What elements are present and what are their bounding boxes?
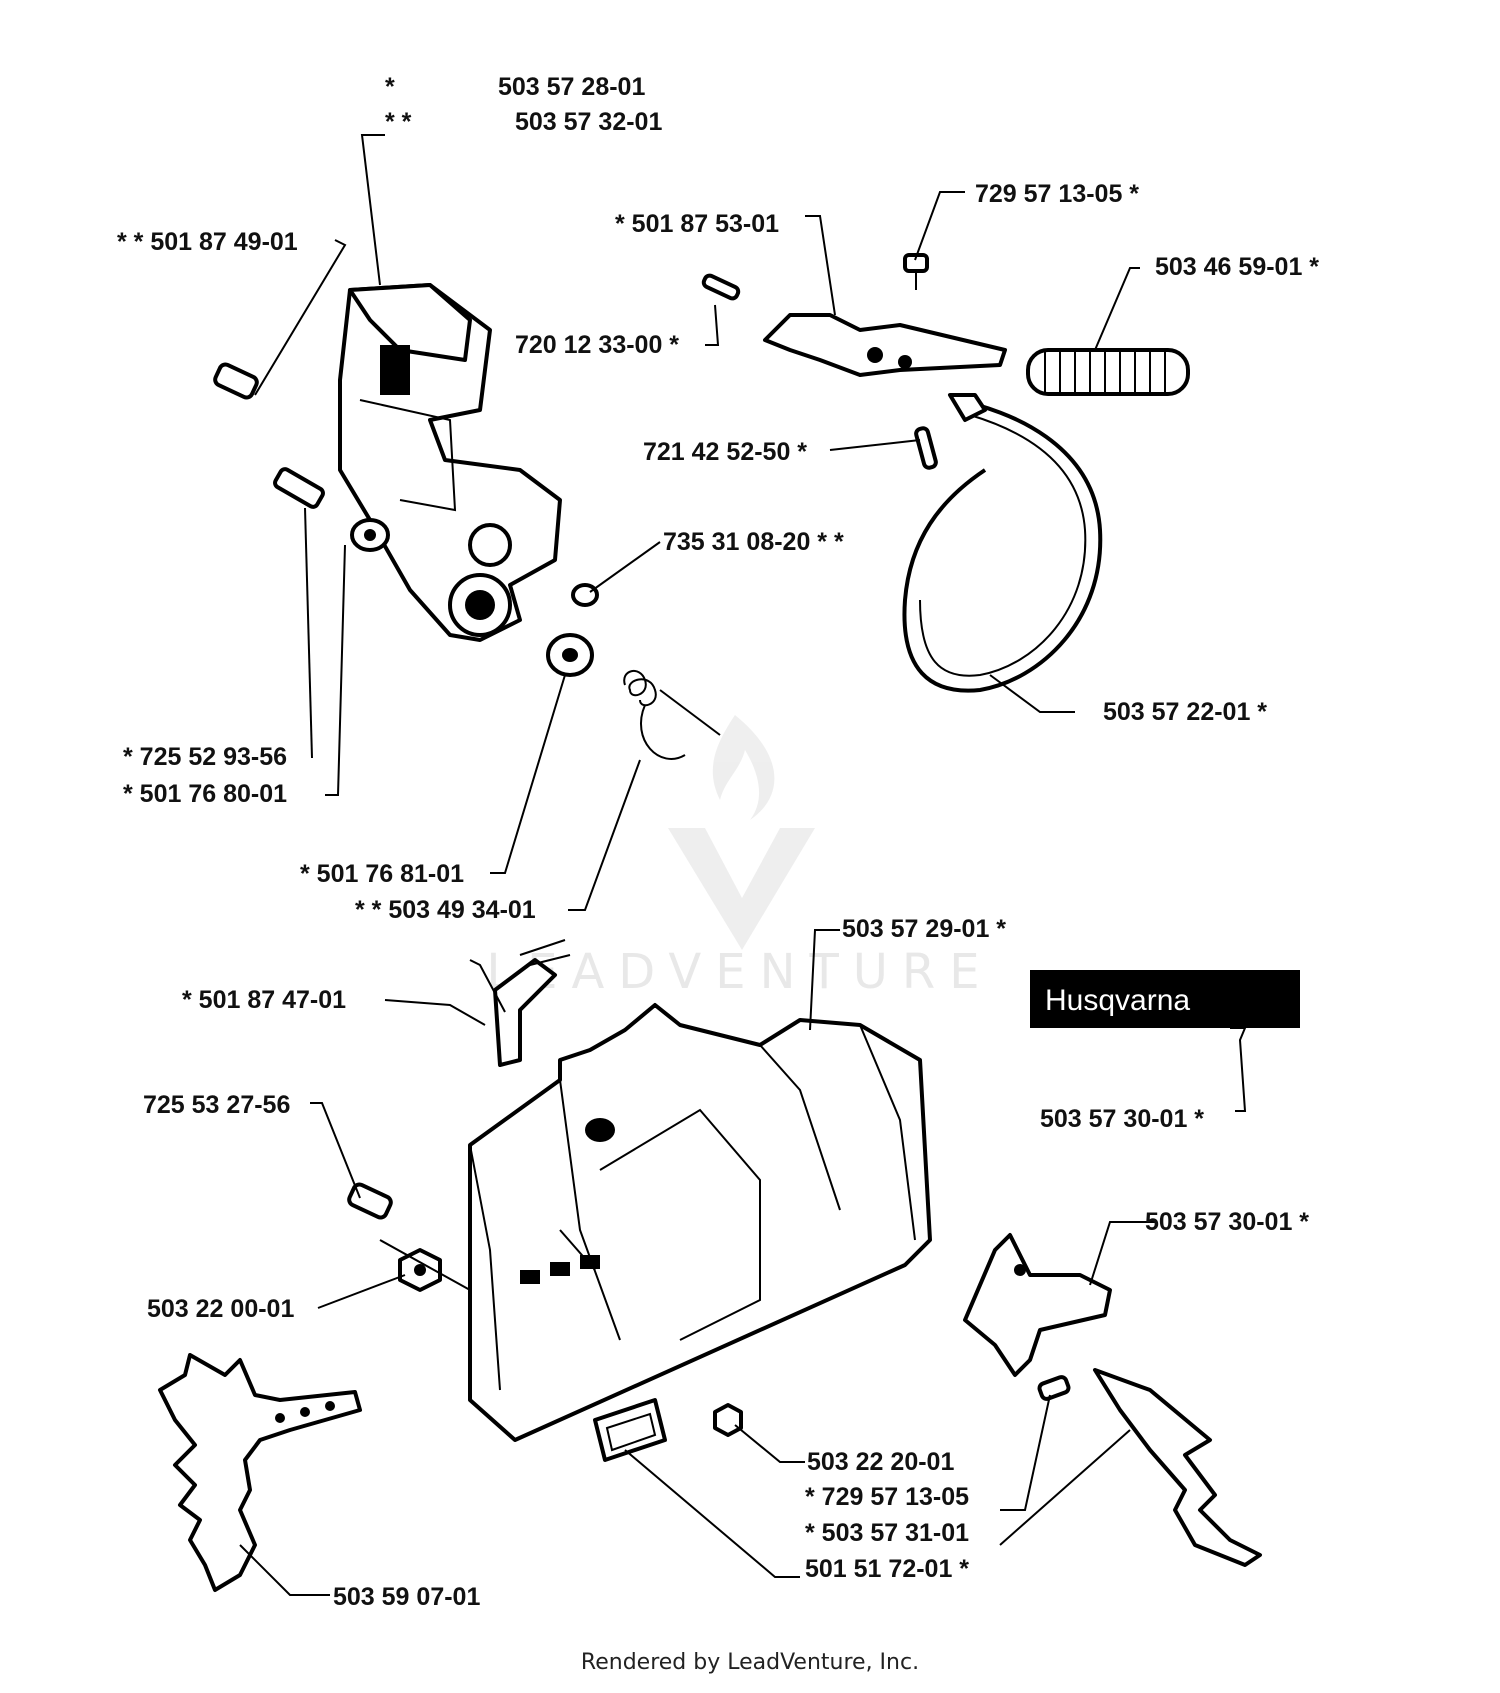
washer-501-76-80-01 [350,518,390,552]
label-503-57-30-01-decal: 503 57 30-01 * [1040,1105,1204,1133]
label-720-12-33-00: 720 12 33-00 * [515,331,679,359]
screw-501-87-49-01 [213,362,259,400]
screw-503-57-31-01 [1037,1375,1071,1401]
clutch-cover-503-57-29-01 [468,1003,932,1442]
label-501-51-72-01: 501 51 72-01 * [805,1555,969,1583]
pin-720-12-33-00 [701,273,741,301]
bushing-501-76-81-01 [546,633,594,677]
label-503-59-07-01: 503 59 07-01 [333,1583,480,1611]
guard-729-57-13-05 [1093,1368,1262,1567]
pin-721-42-52-50 [914,426,938,470]
label-503-46-59-01: 503 46 59-01 * [1155,253,1319,281]
label-725-52-93-56: * 725 52 93-56 [123,743,287,771]
watermark-text: LEADVENTURE [486,944,993,1000]
chain-brake-handle [338,283,562,642]
deflector-503-57-30-01 [963,1233,1112,1377]
spring-503-46-59-01 [1026,348,1190,396]
plate-501-87-47-01 [493,939,571,1067]
label-503-57-31-01: * 503 57 31-01 [805,1519,969,1547]
label-double-star: * * [385,108,412,136]
label-501-87-53-01: * 501 87 53-01 [615,210,779,238]
label-503-57-29-01: 503 57 29-01 * [842,915,1006,943]
husqvarna-decal-503-57-30-01: Husqvarna [1030,970,1300,1028]
label-729-57-13-05-top: 729 57 13-05 * [975,180,1139,208]
label-501-76-81-01: * 501 76 81-01 [300,860,464,888]
label-735-31-08-20: 735 31 08-20 * * [663,528,844,556]
leader-lines [239,134,1247,1596]
footer-credit: Rendered by LeadVenture, Inc. [580,1650,920,1675]
label-503-57-30-01: 503 57 30-01 * [1145,1208,1309,1236]
screw-729-57-13-05 [903,253,929,290]
label-503-57-32-01: 503 57 32-01 [515,108,662,136]
nut-503-22-20-01 [713,1403,743,1437]
label-501-87-49-01: * * 501 87 49-01 [117,228,298,256]
label-503-22-20-01: 503 22 20-01 [807,1448,954,1476]
nut-503-22-00-01 [398,1248,442,1292]
label-725-53-27-56: 725 53 27-56 [143,1091,290,1119]
label-721-42-52-50: 721 42 52-50 * [643,438,807,466]
label-503-57-22-01: 503 57 22-01 * [1103,698,1267,726]
label-star: * [385,73,395,101]
label-503-49-34-01: * * 503 49 34-01 [355,896,536,924]
label-501-76-80-01: * 501 76 80-01 [123,780,287,808]
screw-725-53-27-56 [347,1182,393,1220]
label-503-57-28-01: 503 57 28-01 [498,73,645,101]
brake-lever-501-87-53-01 [763,313,1007,377]
bumper-spike-503-59-07-01 [158,1353,362,1592]
brake-band-503-57-22-01 [902,393,1103,693]
label-729-57-13-05-bottom: * 729 57 13-05 [805,1483,969,1511]
ring-735-31-08-20 [571,583,599,607]
part-labels: * 503 57 28-01 * * 503 57 32-01 * * 501 … [117,73,1319,1611]
screw-725-52-93-56 [273,467,325,509]
label-503-22-00-01: 503 22 00-01 [147,1295,294,1323]
brand-logo-text: Husqvarna [1045,984,1190,1017]
label-501-87-47-01: * 501 87 47-01 [182,986,346,1014]
watermark: LEADVENTURE [486,715,993,1000]
spring-503-49-34-01 [623,670,721,760]
cover-plate-501-51-72-01 [593,1398,667,1462]
